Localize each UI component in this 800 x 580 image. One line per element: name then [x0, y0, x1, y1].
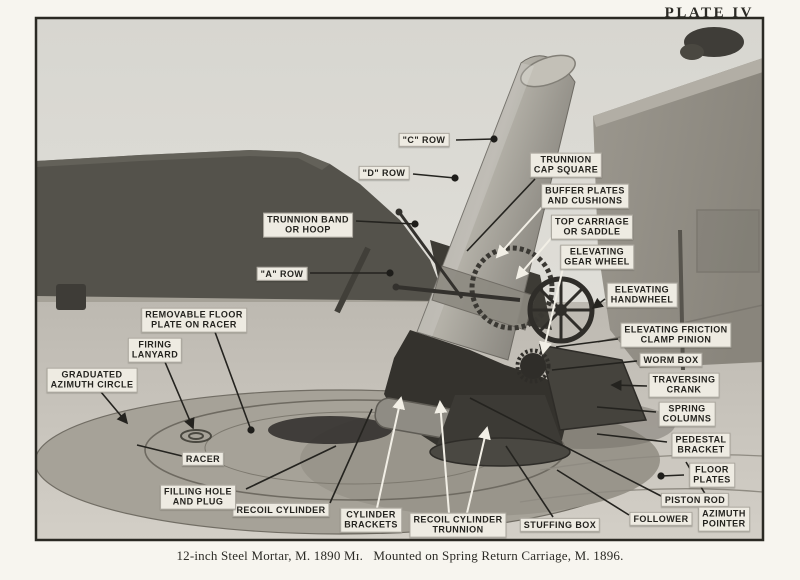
- rammer-staff: [334, 246, 371, 314]
- pedestal-base: [429, 437, 571, 467]
- floor-seam-2: [519, 488, 763, 503]
- crank-rod-2: [395, 285, 521, 302]
- rod-knob-1: [395, 208, 403, 216]
- worm-gear: [520, 353, 546, 379]
- post-left: [56, 284, 86, 310]
- photo-frame: [34, 16, 765, 542]
- wall-coping: [593, 58, 763, 127]
- figure-caption: 12-inch Steel Mortar, M. 1890 Mɪ. Mounte…: [176, 548, 624, 563]
- lanyard-coil-2: [188, 432, 204, 440]
- plate-title: PLATE IV: [664, 5, 754, 21]
- bush-on-wall-2: [680, 44, 704, 60]
- muzzle-face: [520, 54, 576, 88]
- hillside-parapet: [36, 150, 448, 312]
- rod-knob-2: [392, 283, 400, 291]
- crank-rod-1: [397, 211, 464, 299]
- hill-ridge-light: [36, 150, 330, 170]
- breech-shadow: [268, 416, 392, 444]
- elevating-handwheel-wheel: [527, 276, 595, 344]
- floor-seam-1: [539, 453, 763, 471]
- wall-door-panel: [696, 209, 760, 273]
- elevating-gear: [469, 245, 555, 331]
- worm-gear-teeth: [515, 348, 551, 384]
- lanyard-coil: [180, 429, 212, 443]
- pedestal: [435, 395, 565, 450]
